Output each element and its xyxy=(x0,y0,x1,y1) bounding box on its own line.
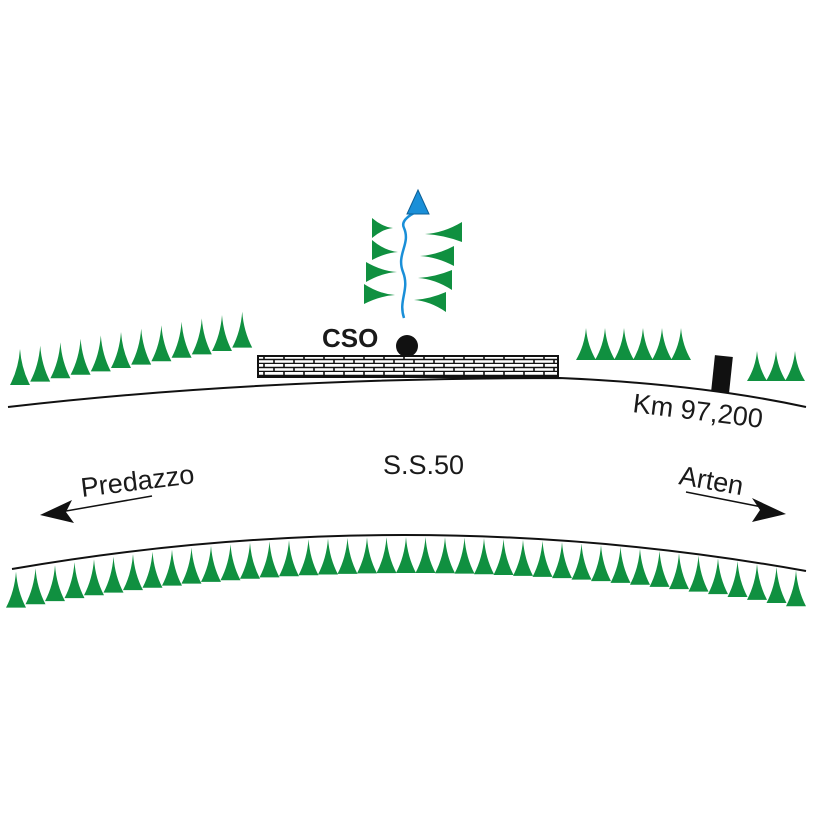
tree-icon xyxy=(337,537,358,574)
tree-icon xyxy=(576,328,596,360)
tree-icon xyxy=(191,318,212,355)
tree-icon xyxy=(240,542,260,579)
tree-icon xyxy=(279,540,299,577)
direction-left-label: Predazzo xyxy=(79,459,196,503)
tree-icon xyxy=(671,328,691,360)
tree-icon xyxy=(366,262,397,282)
tree-icon xyxy=(103,556,124,593)
tree-icon xyxy=(474,538,494,575)
tree-icon xyxy=(70,338,91,375)
tree-icon xyxy=(220,544,241,581)
tree-icon xyxy=(201,545,221,582)
tree-icon xyxy=(6,571,26,608)
tree-icon xyxy=(630,548,650,585)
tree-icon xyxy=(571,543,592,580)
km-post-icon xyxy=(711,355,733,393)
tree-icon xyxy=(614,328,634,360)
arrow-left-icon xyxy=(40,500,74,523)
tree-icon xyxy=(415,537,436,574)
tree-icon xyxy=(298,539,319,576)
tree-icon xyxy=(420,246,454,266)
tree-icon xyxy=(142,551,163,588)
tree-icon xyxy=(45,565,65,602)
tree-icon xyxy=(318,538,338,575)
tree-icon xyxy=(633,328,653,360)
retaining-wall xyxy=(257,355,559,378)
tree-icon xyxy=(786,570,806,607)
tree-icon xyxy=(212,315,232,351)
tree-icon xyxy=(493,538,514,575)
tree-icon xyxy=(111,332,131,368)
tree-icon xyxy=(396,537,416,574)
tree-icon xyxy=(425,222,462,242)
tree-icon xyxy=(414,292,446,312)
tree-icon xyxy=(131,328,152,365)
tree-icon xyxy=(357,537,377,574)
tree-icon xyxy=(259,541,280,578)
tree-icon xyxy=(181,547,202,584)
tree-icon xyxy=(688,555,709,592)
tree-icon xyxy=(747,563,767,600)
tree-icon xyxy=(591,545,611,582)
tree-icon xyxy=(747,351,767,381)
direction-right-label: Arten xyxy=(677,460,746,501)
road-edge-south xyxy=(11,534,807,572)
cso-point-icon xyxy=(396,335,418,357)
tree-icon xyxy=(669,553,689,590)
watercourse-line xyxy=(399,210,417,319)
tree-icon xyxy=(766,351,786,381)
cso-label: CSO xyxy=(322,323,378,353)
tree-icon xyxy=(595,328,615,360)
tree-icon xyxy=(84,559,104,596)
tree-icon xyxy=(25,568,46,605)
tree-icon xyxy=(364,284,395,304)
tree-icon xyxy=(727,560,748,597)
tree-icon xyxy=(64,562,85,599)
road-label: S.S.50 xyxy=(383,450,464,480)
tree-icon xyxy=(171,321,192,358)
tree-icon xyxy=(552,542,572,579)
tree-icon xyxy=(50,342,71,379)
tree-icon xyxy=(90,335,111,372)
tree-icon xyxy=(30,345,51,382)
tree-icon xyxy=(376,537,397,574)
tree-icon xyxy=(372,240,398,260)
tree-icon xyxy=(513,539,533,576)
tree-icon xyxy=(10,349,30,385)
tree-icon xyxy=(151,325,172,362)
tree-icon xyxy=(435,537,455,574)
tree-icon xyxy=(123,554,143,591)
tree-icon xyxy=(162,549,182,586)
tree-icon xyxy=(418,270,452,290)
vegetation xyxy=(6,218,806,608)
flow-arrow-icon xyxy=(406,188,430,215)
tree-icon xyxy=(652,328,672,360)
tree-icon xyxy=(372,218,393,238)
tree-icon xyxy=(610,546,631,583)
tree-icon xyxy=(766,566,787,603)
tree-icon xyxy=(232,311,253,348)
tree-icon xyxy=(649,550,670,587)
direction-right-shaft xyxy=(685,491,763,508)
tree-icon xyxy=(785,351,805,381)
tree-icon xyxy=(454,537,475,574)
direction-left-shaft xyxy=(65,495,153,512)
tree-icon xyxy=(708,558,728,595)
arrow-right-icon xyxy=(752,498,786,522)
tree-icon xyxy=(532,540,553,577)
